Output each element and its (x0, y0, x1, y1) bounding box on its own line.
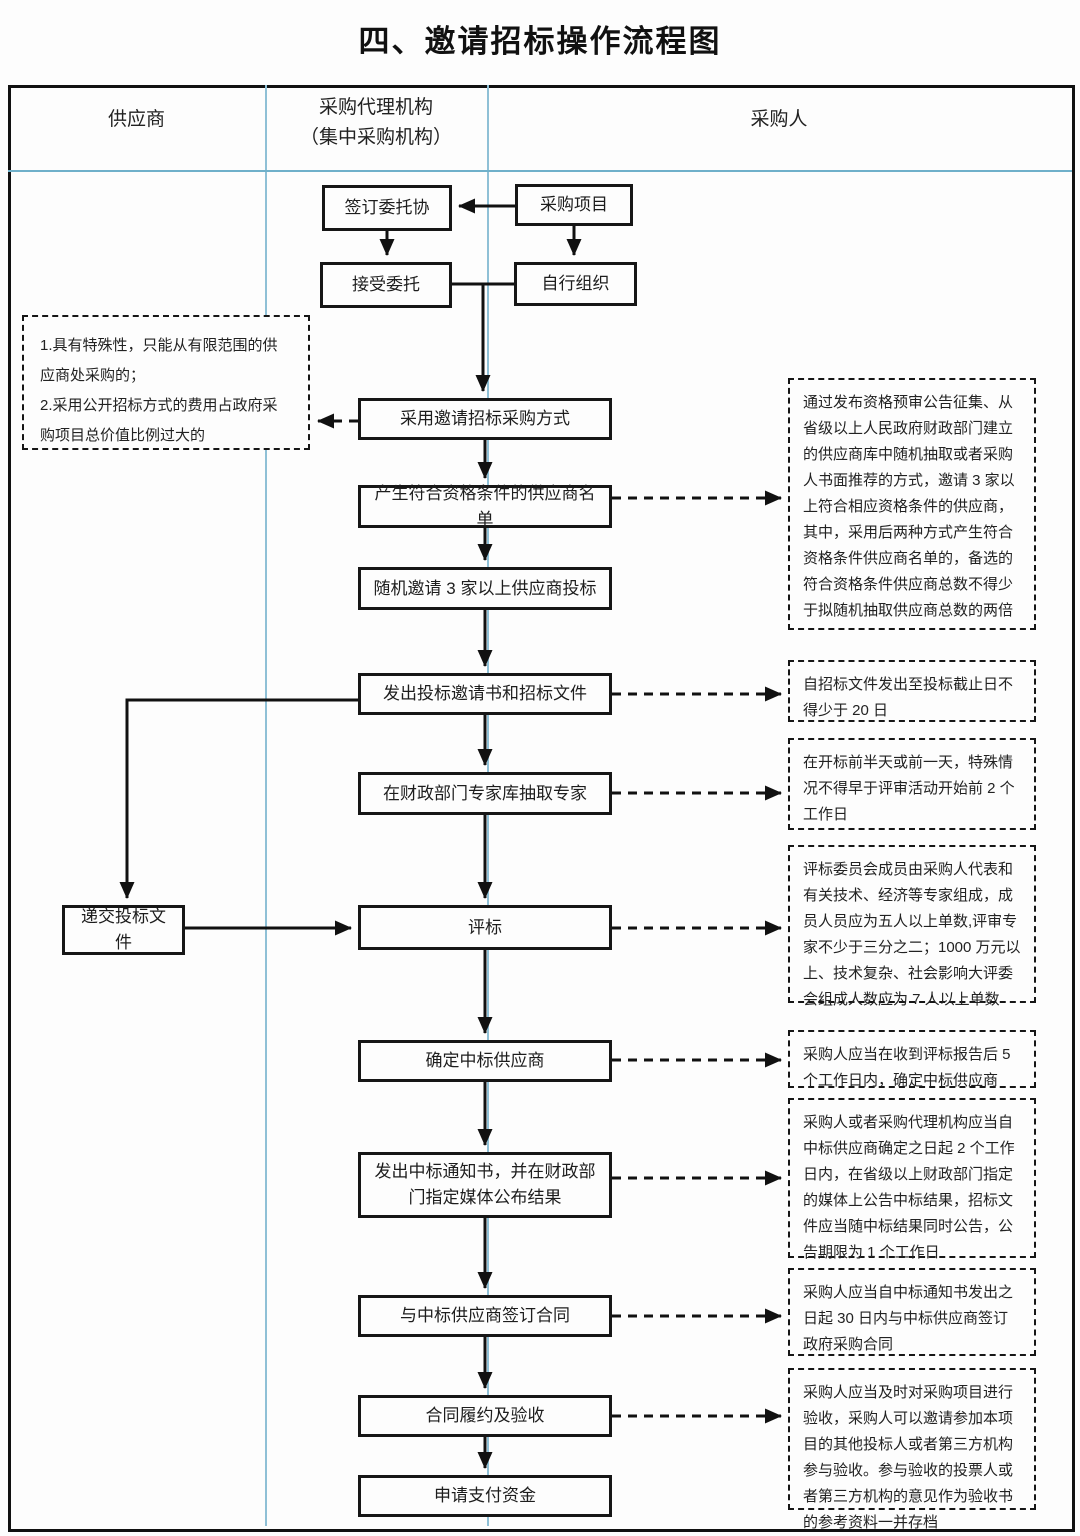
node-apply-payment: 申请支付资金 (358, 1475, 612, 1517)
node-accept-entrustment: 接受委托 (320, 262, 452, 308)
node-random-invite: 随机邀请 3 家以上供应商投标 (358, 567, 612, 610)
header-supplier: 供应商 (107, 109, 165, 130)
node-self-organize: 自行组织 (514, 262, 637, 306)
note-announce-result: 采购人或者采购代理机构应当自中标供应商确定之日起 2 个工作日内，在省级以上财政… (788, 1098, 1036, 1261)
header-agency-line2: （集中采购机构） (299, 127, 452, 148)
node-draw-experts: 在财政部门专家库抽取专家 (358, 772, 612, 815)
note-expert-draw-time: 在开标前半天或前一天，特殊情况不得早于评审活动开始前 2 个工作日 (788, 738, 1036, 830)
swimlane-table-frame (8, 85, 1075, 1532)
note-acceptance: 采购人应当及时对采购项目进行验收，采购人可以邀请参加本项目的其他投标人或者第三方… (788, 1368, 1036, 1531)
note-left-special-item2: 2.采用公开招标方式的费用占政府采购项目总价值比例过大的 (40, 397, 278, 444)
header-purchaser: 采购人 (750, 109, 808, 130)
node-adopt-method: 采用邀请招标采购方式 (358, 398, 612, 440)
node-evaluation: 评标 (358, 905, 612, 950)
node-issue-invitation: 发出投标邀请书和招标文件 (358, 673, 612, 715)
node-sign-agreement: 签订委托协 (322, 185, 452, 231)
node-generate-list: 产生符合资格条件的供应商名单 (358, 484, 612, 529)
header-agency: 采购代理机构 （集中采购机构） (265, 93, 487, 153)
node-issue-notice: 发出中标通知书，并在财政部门指定媒体公布结果 (358, 1152, 612, 1218)
column-divider-1 (265, 85, 267, 1526)
page-title: 四、邀请招标操作流程图 (358, 24, 722, 59)
node-submit-bid: 递交投标文件 (62, 905, 185, 955)
header-agency-line1: 采购代理机构 (318, 97, 433, 118)
header-divider (8, 170, 1072, 172)
note-sign-30-days: 采购人应当自中标通知书发出之日起 30 日内与中标供应商签订政府采购合同 (788, 1268, 1036, 1356)
note-left-special-item1: 1.具有特殊性，只能从有限范围的供应商处采购的； (40, 337, 278, 384)
node-fulfill-acceptance: 合同履约及验收 (358, 1395, 612, 1437)
note-committee: 评标委员会成员由采购人代表和有关技术、经济等专家组成，成员人员应为五人以上单数,… (788, 845, 1036, 1008)
note-deadline-20-days: 自招标文件发出至投标截止日不得少于 20 日 (788, 660, 1036, 722)
note-determine-5-days: 采购人应当在收到评标报告后 5 个工作日内，确定中标供应商 (788, 1030, 1036, 1089)
node-determine-winner: 确定中标供应商 (358, 1040, 612, 1082)
note-supplier-pool: 通过发布资格预审公告征集、从省级以上人民政府财政部门建立的供应商库中随机抽取或者… (788, 378, 1036, 630)
node-procurement-project: 采购项目 (515, 184, 633, 226)
node-sign-contract: 与中标供应商签订合同 (358, 1295, 612, 1337)
note-left-special: 1.具有特殊性，只能从有限范围的供应商处采购的； 2.采用公开招标方式的费用占政… (22, 315, 310, 450)
